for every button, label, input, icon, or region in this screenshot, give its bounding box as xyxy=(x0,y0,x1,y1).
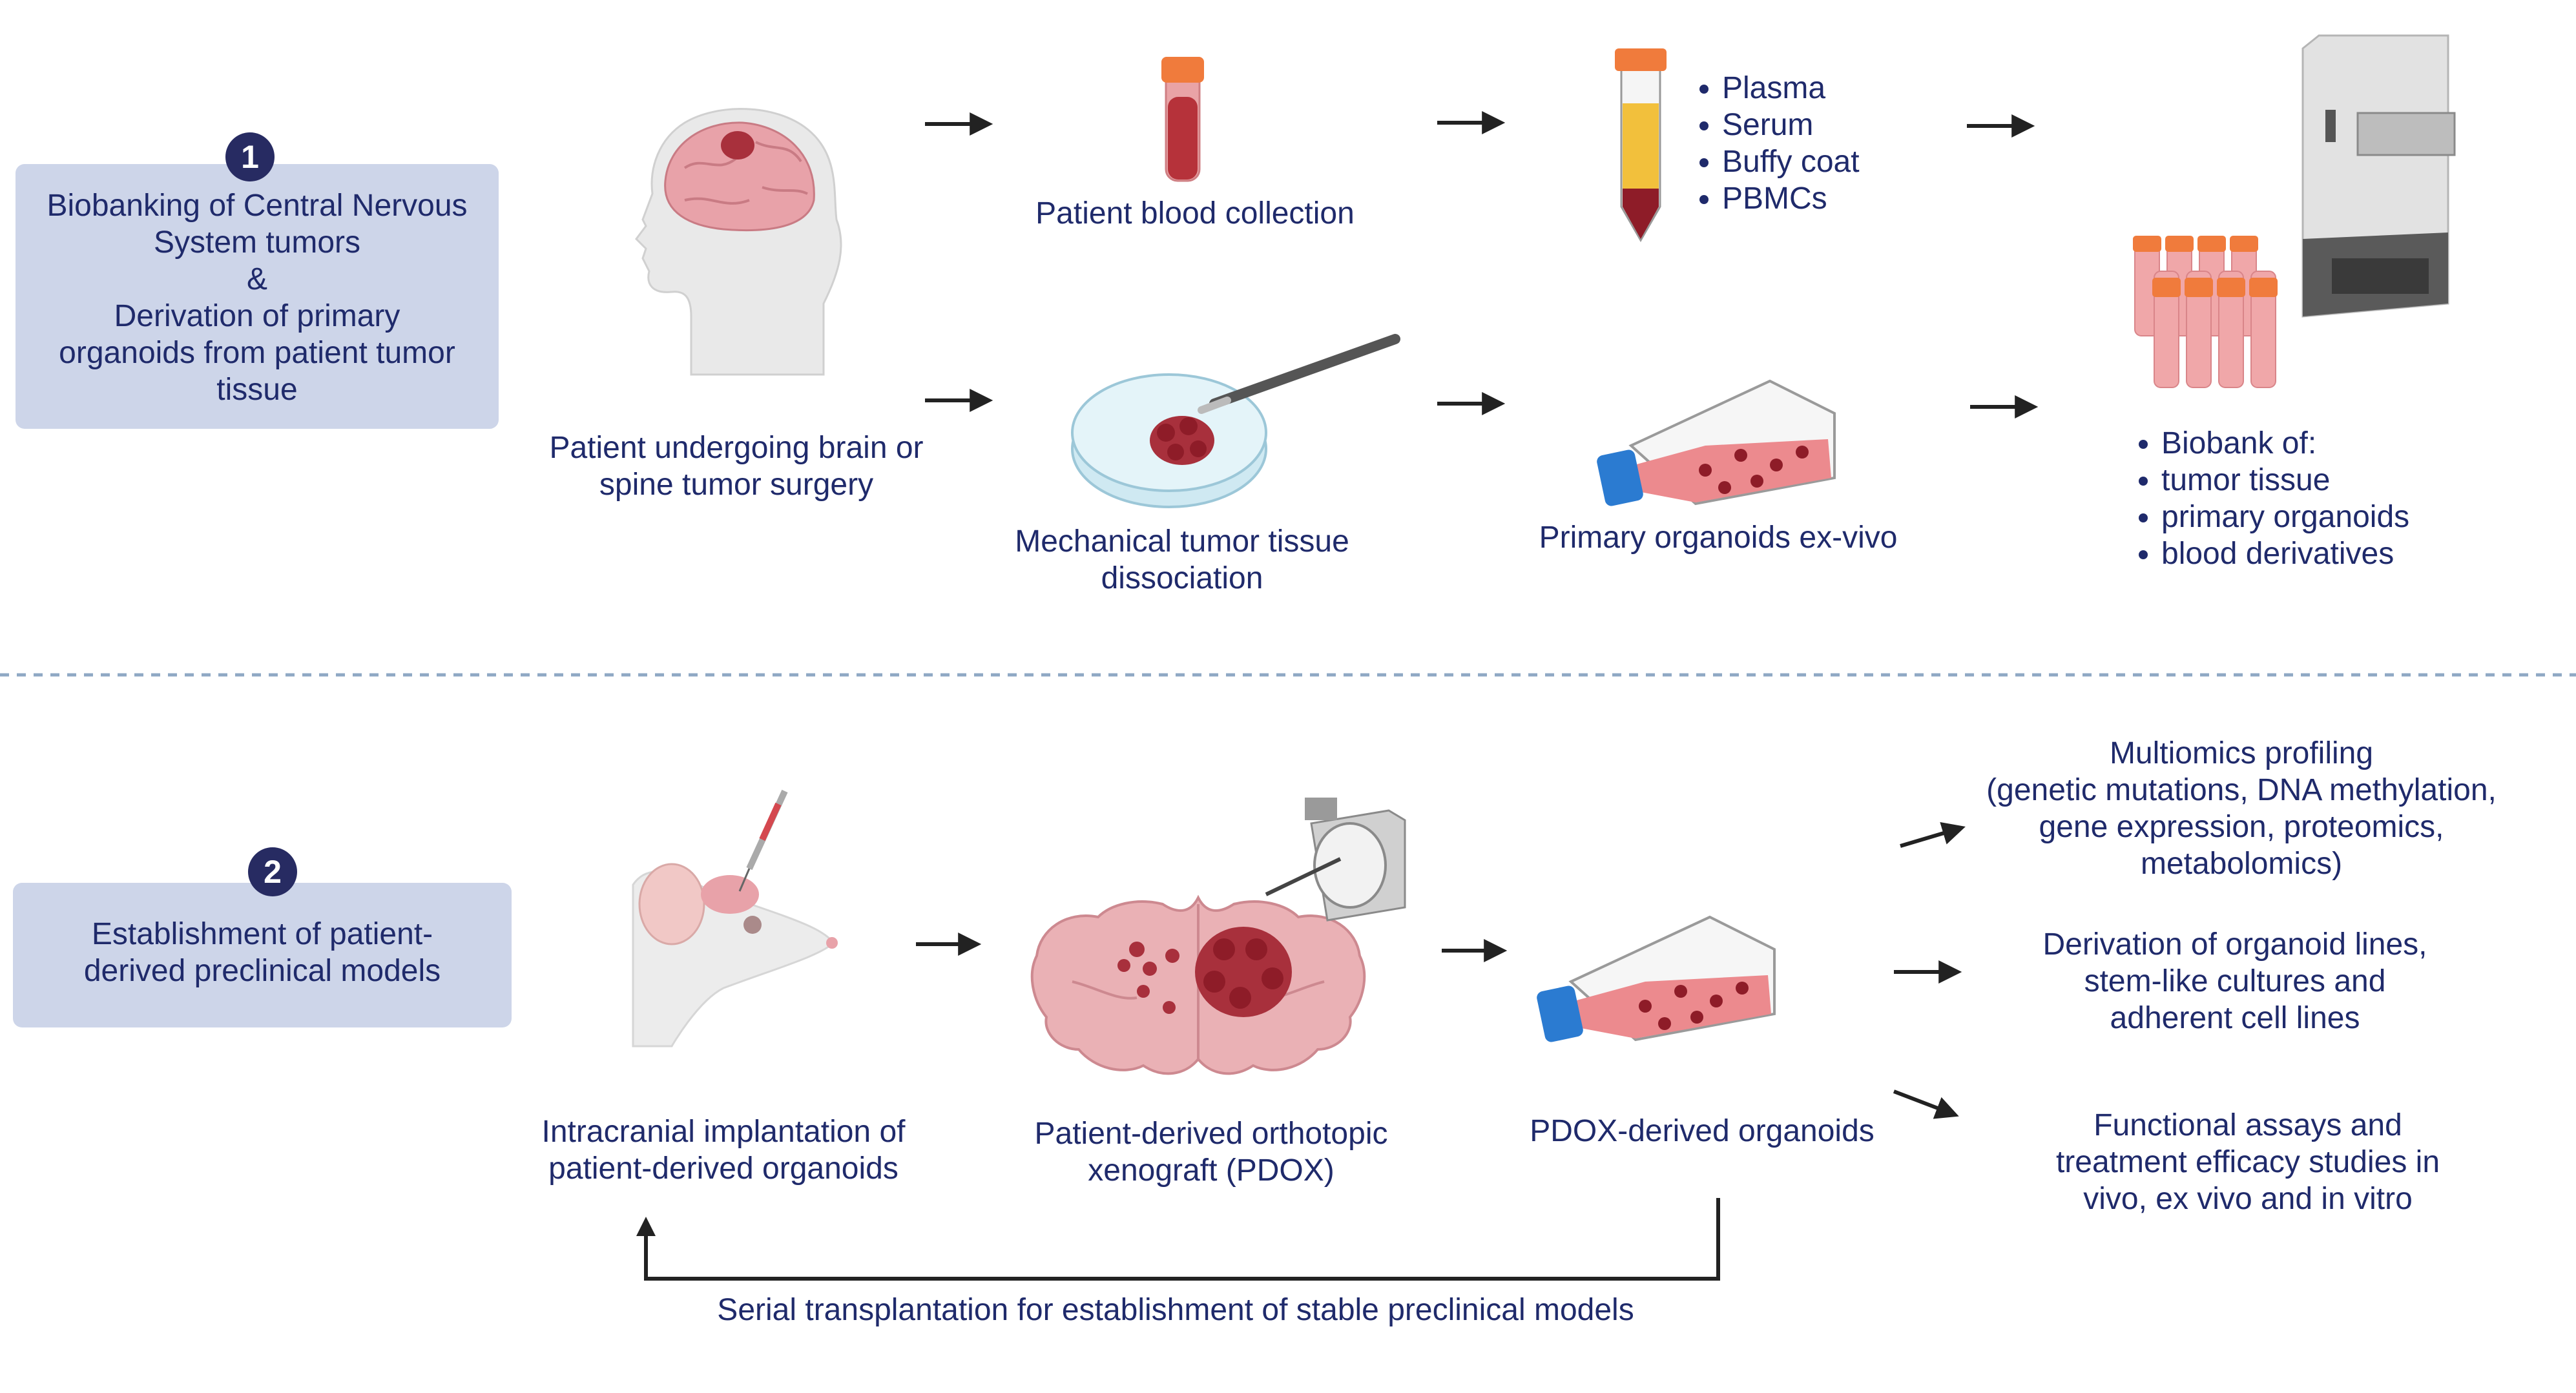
arrow-to-functional xyxy=(1893,1089,1959,1119)
section1-number-badge: 1 xyxy=(225,132,275,181)
blood-derivatives-list: Plasma Serum Buffy coat PBMCs xyxy=(1686,70,1860,217)
biobank-item: Biobank of: xyxy=(2161,425,2409,462)
freezer-icon xyxy=(2301,34,2456,318)
biobank-item: tumor tissue xyxy=(2161,462,2409,499)
blood-derivative-item: Serum xyxy=(1722,107,1860,143)
primary-organoids-label: Primary organoids ex-vivo xyxy=(1539,521,1898,555)
conical-tube-icon xyxy=(1615,48,1667,243)
section2-box: Establishment of patient- derived precli… xyxy=(13,883,512,1027)
patient-head-icon xyxy=(635,108,842,376)
surgery-label-line: Patient undergoing brain or xyxy=(549,431,924,465)
derivation-label-line: Derivation of organoid lines, xyxy=(2042,927,2427,962)
dissociation-label-line: Mechanical tumor tissue xyxy=(1015,524,1349,559)
blood-derivative-item: Buffy coat xyxy=(1722,143,1860,180)
pdox-flask-icon xyxy=(1537,915,1776,1042)
brain-section-icon xyxy=(1030,894,1366,1075)
derivation-label-line: stem-like cultures and xyxy=(2084,964,2386,998)
section2-title-line: Establishment of patient- xyxy=(91,917,433,951)
petri-dish-icon xyxy=(1071,334,1400,508)
implantation-label-line: patient-derived organoids xyxy=(548,1151,898,1186)
multiomics-label-line: (genetic mutations, DNA methylation, xyxy=(1986,773,2497,807)
derivation-label-line: adherent cell lines xyxy=(2110,1001,2360,1035)
derivation-label: Derivation of organoid lines, stem-like … xyxy=(1977,926,2493,1037)
surgery-label-line: spine tumor surgery xyxy=(599,468,874,502)
functional-label-line: Functional assays and xyxy=(2093,1108,2402,1142)
pdox-label-line: xenograft (PDOX) xyxy=(1088,1153,1335,1188)
section1-title-line: Derivation of primary xyxy=(114,299,400,333)
functional-label: Functional assays and treatment efficacy… xyxy=(1989,1107,2506,1217)
pdox-label: Patient-derived orthotopic xenograft (PD… xyxy=(992,1115,1431,1189)
serial-transplantation-arrow xyxy=(636,1198,1720,1281)
multiomics-label-line: gene expression, proteomics, xyxy=(2039,810,2444,844)
blood-collection-label: Patient blood collection xyxy=(1035,196,1355,231)
arrow-to-multiomics xyxy=(1900,821,1966,848)
biobank-item: primary organoids xyxy=(2161,499,2409,535)
dissociation-label: Mechanical tumor tissue dissociation xyxy=(975,523,1389,597)
blood-tube-icon xyxy=(1161,57,1204,182)
biobank-list: Biobank of: tumor tissue primary organoi… xyxy=(2125,425,2409,572)
section1-title-line: organoids from patient tumor xyxy=(59,336,455,370)
multiomics-label-line: metabolomics) xyxy=(2140,847,2343,881)
pdox-organoids-label: PDOX-derived organoids xyxy=(1530,1114,1875,1148)
blood-derivative-item: Plasma xyxy=(1722,70,1860,107)
stereotactic-device-icon xyxy=(1265,798,1406,922)
surgery-label: Patient undergoing brain or spine tumor … xyxy=(517,429,956,503)
implantation-label: Intracranial implantation of patient-der… xyxy=(504,1113,943,1187)
section2-number-badge: 2 xyxy=(248,847,297,896)
dissociation-label-line: dissociation xyxy=(1101,561,1263,595)
multiomics-label-line: Multiomics profiling xyxy=(2109,736,2374,770)
functional-label-line: vivo, ex vivo and in vitro xyxy=(2083,1182,2413,1216)
section2-title-line: derived preclinical models xyxy=(83,954,441,988)
mouse-icon xyxy=(632,789,838,1047)
section1-box: Biobanking of Central Nervous System tum… xyxy=(16,164,499,429)
tube-rack-icon xyxy=(2133,236,2278,388)
implantation-label-line: Intracranial implantation of xyxy=(541,1115,906,1149)
blood-derivative-item: PBMCs xyxy=(1722,180,1860,217)
section1-title-line: System tumors xyxy=(153,225,361,260)
multiomics-label: Multiomics profiling (genetic mutations,… xyxy=(1957,735,2526,882)
section1-title-line: Biobanking of Central Nervous xyxy=(47,189,468,223)
section1-title-line: & xyxy=(246,262,267,296)
section1-title-line: tissue xyxy=(216,373,298,407)
functional-label-line: treatment efficacy studies in xyxy=(2055,1145,2440,1179)
pdox-label-line: Patient-derived orthotopic xyxy=(1034,1117,1388,1151)
biobank-item: blood derivatives xyxy=(2161,535,2409,572)
culture-flask-icon xyxy=(1597,379,1836,506)
serial-transplantation-label: Serial transplantation for establishment… xyxy=(717,1293,1634,1327)
